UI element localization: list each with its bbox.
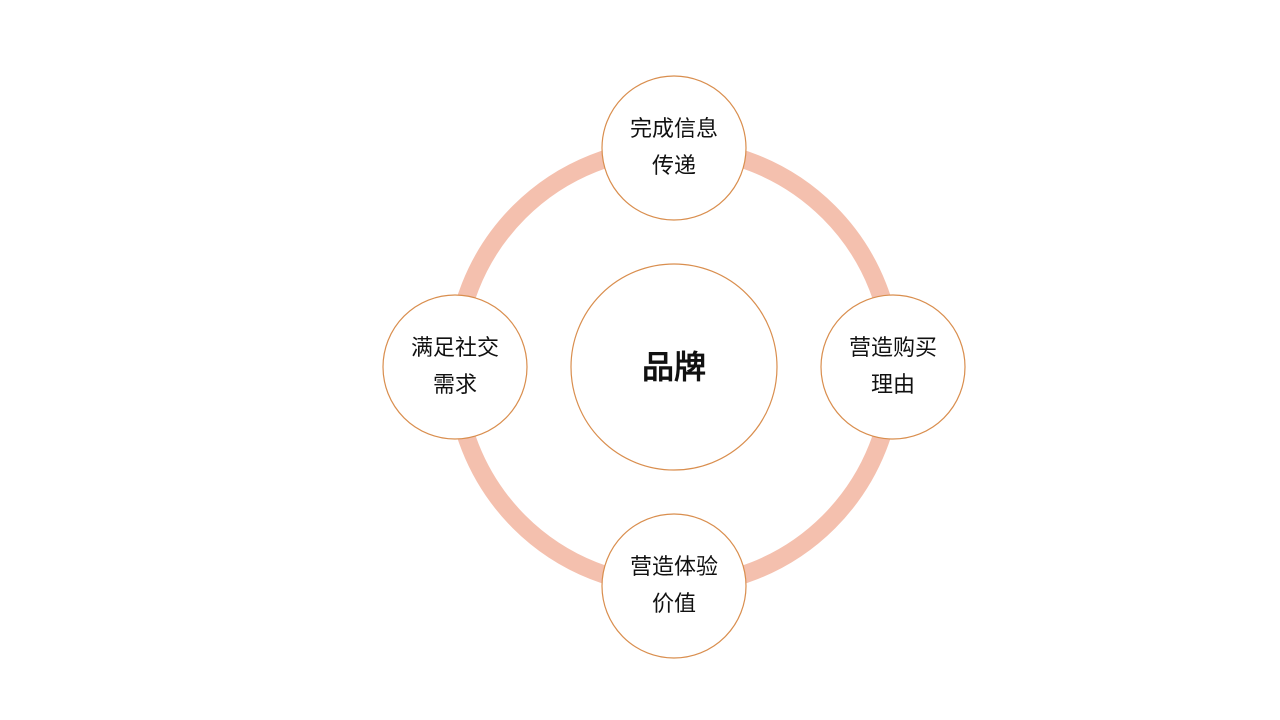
node-top-line1: 完成信息 [629,117,718,142]
node-top-line2: 传递 [651,154,696,179]
node-bottom: 营造体验 价值 [602,514,746,658]
node-top: 完成信息 传递 [602,76,746,220]
center-text: 品牌 [641,347,706,386]
node-circle-left [382,294,528,440]
center-label: 品牌 [574,267,774,467]
node-bottom-line1: 营造体验 [629,555,718,580]
node-circle-bottom [601,513,747,659]
node-left-line2: 需求 [432,373,477,398]
node-circle-right [820,294,966,440]
node-right-line1: 营造购买 [848,336,937,361]
node-bottom-line2: 价值 [651,592,696,617]
node-circle-top [601,75,747,221]
node-right-line2: 理由 [870,373,915,398]
node-left: 满足社交 需求 [383,295,527,439]
node-right: 营造购买 理由 [821,295,965,439]
center-circle [570,263,778,471]
node-left-line1: 满足社交 [410,336,499,361]
